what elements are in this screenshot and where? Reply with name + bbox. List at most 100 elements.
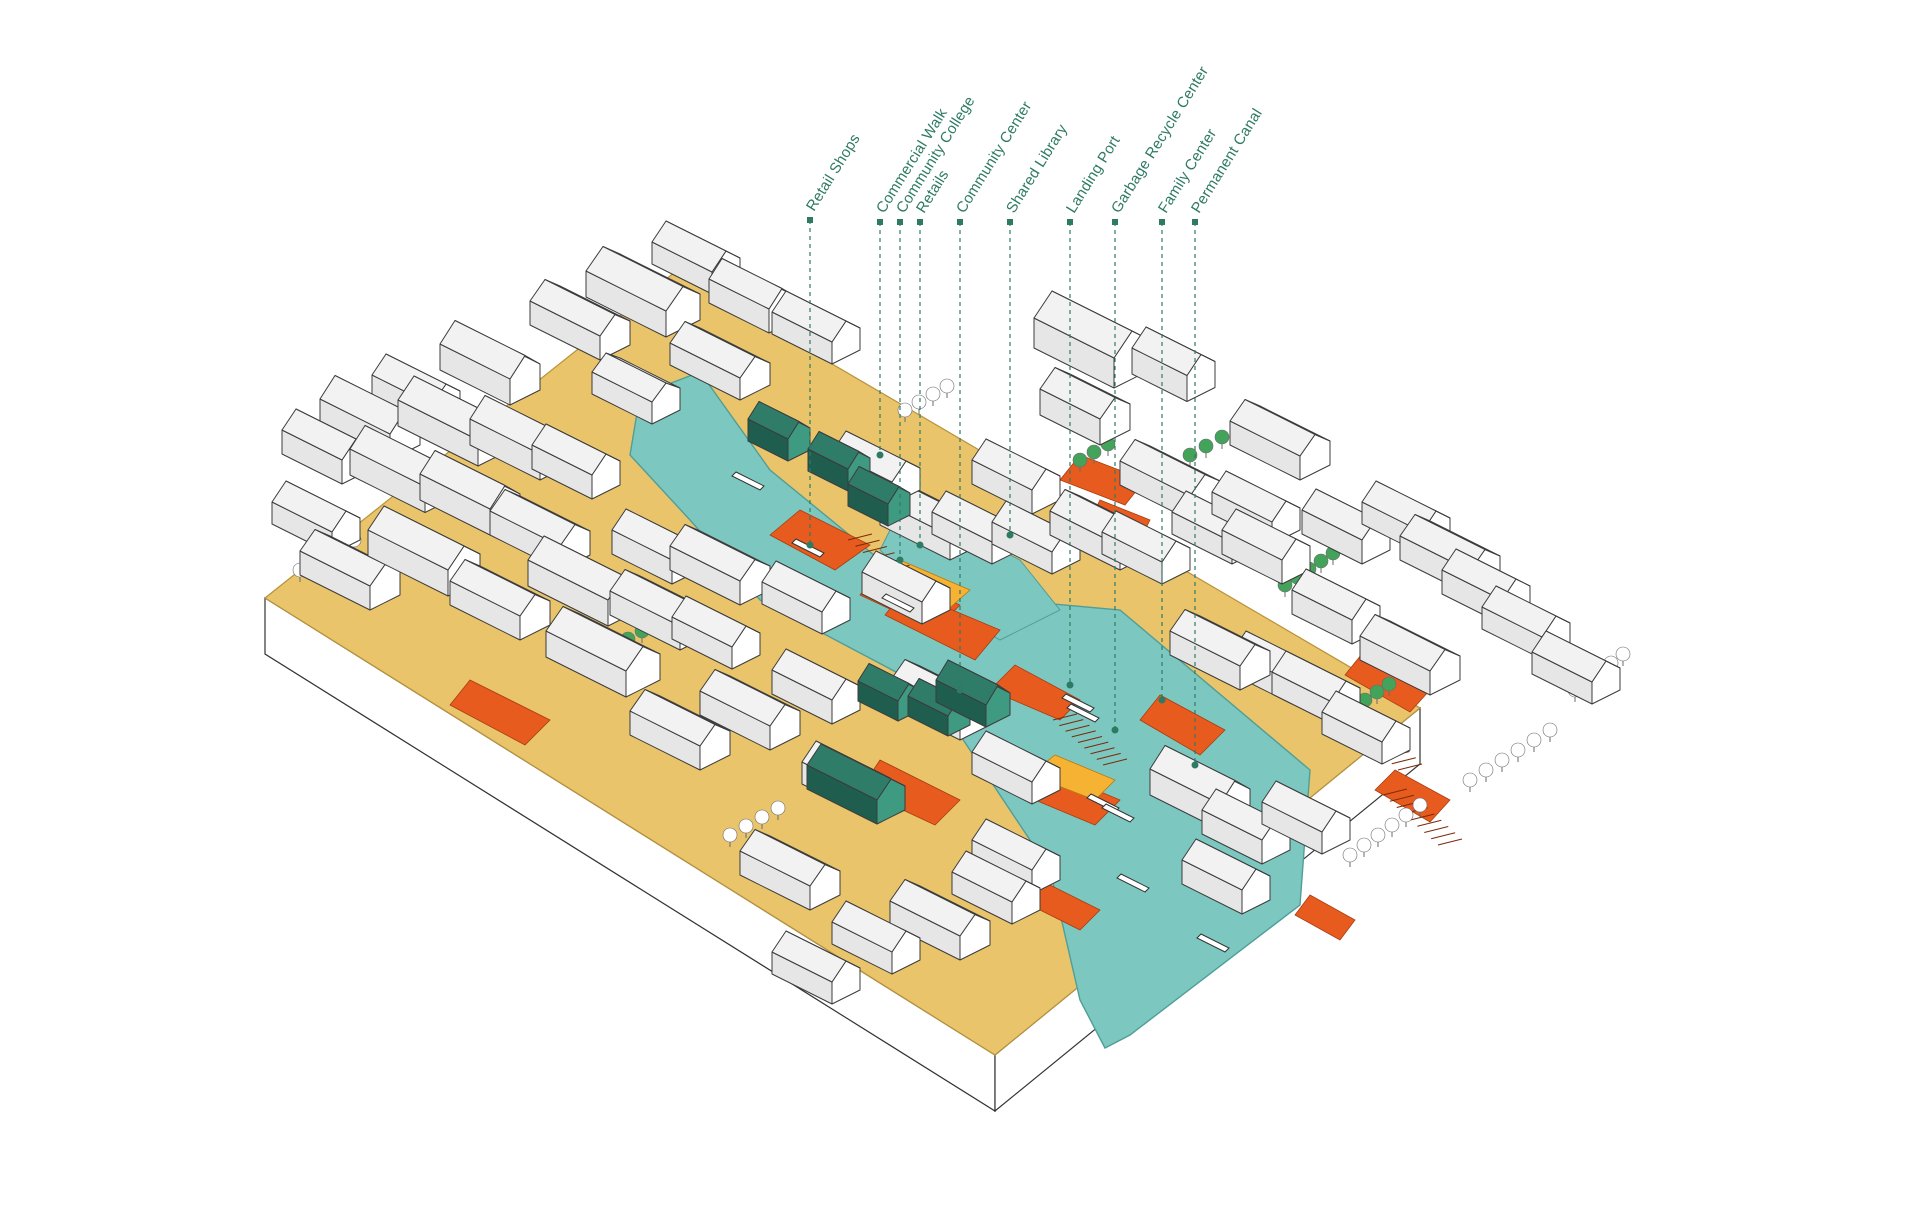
building [1131, 326, 1216, 402]
building-roof-front [971, 438, 1047, 491]
tree-icon [1384, 817, 1400, 837]
tree-canopy [1384, 817, 1400, 833]
label-text-retail-shops: Retail Shops [803, 131, 864, 214]
stair-step [1431, 832, 1456, 840]
boat-5 [1101, 803, 1135, 823]
public-building [935, 659, 1011, 728]
building-roof-front [806, 743, 892, 801]
building-roof-front [708, 258, 783, 310]
building-roof-front [1201, 788, 1277, 841]
tree-icon [1526, 732, 1542, 752]
leader-end-dot [896, 556, 904, 564]
boat-0 [731, 471, 765, 491]
building-roof-front [531, 423, 607, 476]
leader-end-dot [1191, 761, 1199, 769]
stair-step [1071, 730, 1096, 738]
building-roof-front [669, 321, 756, 379]
leader-end-dot [1111, 726, 1119, 734]
building [771, 290, 861, 365]
building-roof-front [971, 818, 1047, 871]
tree-canopy [1542, 722, 1558, 738]
leader-top-marker [807, 217, 813, 223]
tree-canopy [1510, 742, 1526, 758]
leader-end-dot [1006, 531, 1014, 539]
building-roof-front [1039, 367, 1116, 420]
building [439, 320, 541, 406]
building [1359, 614, 1461, 696]
tree-icon [738, 818, 754, 838]
leader-end-dot [806, 541, 814, 549]
building [629, 689, 731, 771]
tree-canopy [1615, 646, 1631, 662]
tree-icon [1462, 772, 1478, 792]
stair-step [1391, 757, 1416, 765]
building-roof-front [419, 450, 506, 510]
building-roof-front [1181, 838, 1257, 891]
leader-top-marker [917, 219, 923, 225]
tree-icon [1370, 827, 1386, 847]
building-roof-front [771, 648, 847, 701]
building-roof-front [739, 829, 826, 887]
tree-canopy [1462, 772, 1478, 788]
stair-step [1410, 813, 1435, 821]
building-roof-front [1033, 290, 1133, 359]
stair-step [1096, 752, 1121, 760]
building-roof-front [545, 606, 644, 672]
building [1119, 439, 1221, 521]
building-roof-front [671, 595, 747, 648]
building [1261, 780, 1351, 855]
tree-canopy [738, 818, 754, 834]
building [761, 560, 851, 635]
building-roof-front [281, 408, 357, 461]
building [449, 559, 551, 641]
building [831, 900, 921, 975]
tree-icon [1356, 837, 1372, 857]
stair-step [1389, 794, 1414, 802]
leader-end-dot [1066, 681, 1074, 689]
building-roof-front [1359, 614, 1446, 672]
tree-canopy [1342, 847, 1358, 863]
building-roof-front [651, 220, 727, 273]
tree-canopy [1478, 762, 1494, 778]
building-roof-front [857, 663, 910, 702]
building-roof-front [889, 879, 976, 937]
tree-canopy [897, 402, 913, 418]
building-roof-front [319, 375, 406, 435]
leader-top-marker [1067, 219, 1073, 225]
tree-icon [1494, 752, 1510, 772]
boat-2 [881, 593, 915, 613]
building [591, 352, 681, 425]
boat-7 [1196, 933, 1230, 953]
building-roof-front [761, 560, 837, 613]
building-roof-front [529, 279, 616, 337]
tree-icon [897, 402, 913, 422]
building-roof-front [699, 669, 786, 727]
building-roof-front [771, 930, 847, 983]
building [1169, 609, 1271, 691]
tree-icon [1381, 676, 1397, 696]
tree-icon [1542, 722, 1558, 742]
tree-canopy [1313, 553, 1329, 569]
leader-top-marker [1007, 219, 1013, 225]
building [971, 438, 1061, 515]
public-building [747, 401, 811, 462]
tree-icon [770, 800, 786, 820]
building [669, 321, 771, 401]
building-roof-front [367, 505, 465, 571]
tree-icon [1369, 684, 1385, 704]
tree-icon [722, 827, 738, 847]
building [1301, 488, 1391, 565]
tree-icon [754, 809, 770, 829]
tree-canopy [1182, 447, 1198, 463]
building-roof-front [669, 524, 756, 582]
tree-icon [1313, 553, 1329, 573]
building-roof-front [1211, 470, 1287, 523]
stair-step [855, 539, 880, 547]
boat-6 [1116, 873, 1150, 893]
building [299, 529, 401, 611]
leader-top-marker [1112, 219, 1118, 225]
tree-canopy [722, 827, 738, 843]
deck-0 [769, 509, 871, 571]
deck-11 [449, 679, 551, 746]
